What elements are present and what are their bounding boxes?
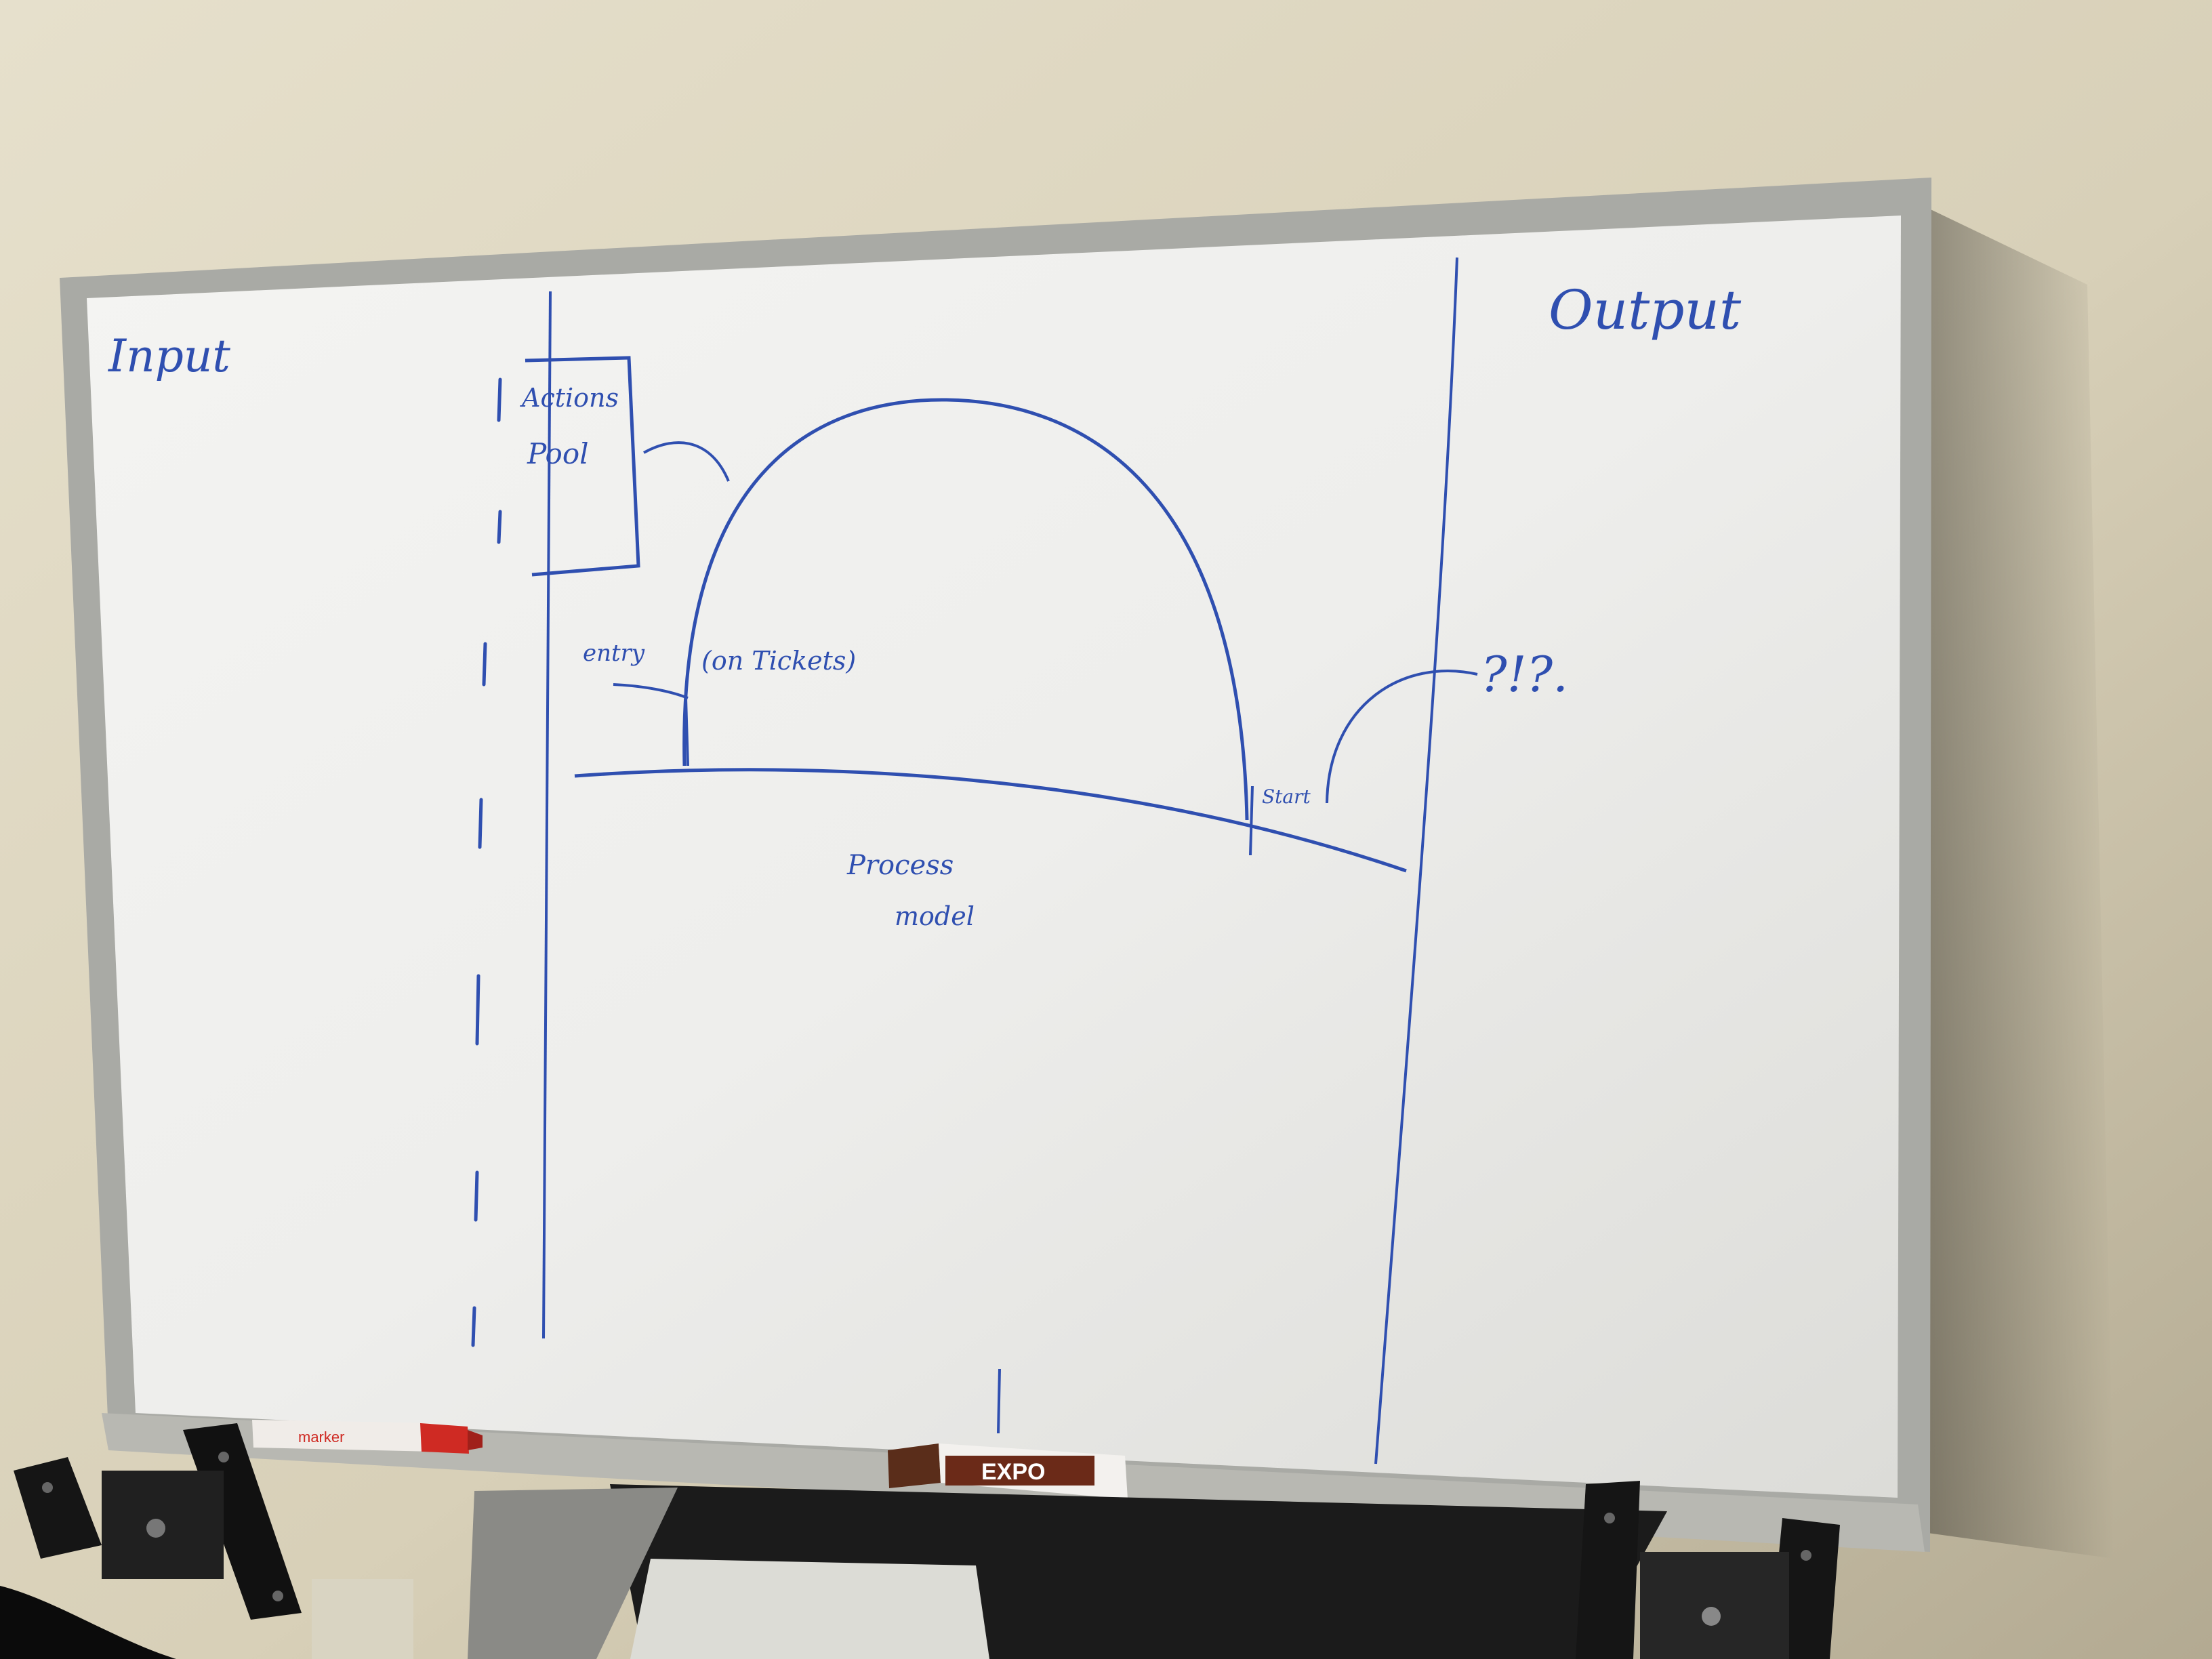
actions-pool-box — [525, 356, 640, 577]
actions-label: Actions — [520, 383, 619, 413]
red-marker[interactable]: marker — [252, 1420, 483, 1454]
pool-label: Pool — [527, 437, 589, 470]
paper-bag — [630, 1559, 989, 1659]
entry-down-arrow — [684, 697, 689, 766]
right-monitor-mount — [1576, 1481, 1840, 1659]
grey-panel — [468, 1488, 678, 1659]
red-marker-label: marker — [298, 1429, 344, 1446]
right-lane-line — [1374, 257, 1458, 1465]
expo-brand-label: EXPO — [981, 1459, 1045, 1485]
process-label: Process — [846, 850, 954, 881]
whiteboard-surface — [87, 216, 1901, 1498]
cable — [0, 1586, 176, 1659]
process-arc — [682, 398, 1249, 821]
left-monitor-mount — [14, 1423, 302, 1620]
bottom-tick-mark — [997, 1368, 1001, 1434]
output-label: Output — [1549, 279, 1742, 342]
model-label: model — [895, 901, 975, 931]
start-tick — [1249, 785, 1254, 856]
process-baseline — [574, 768, 1407, 873]
start-label: Start — [1262, 785, 1311, 808]
box-to-arc-arrow — [643, 441, 730, 482]
dashed-lane-divider — [471, 377, 502, 1347]
entry-label: entry — [583, 640, 645, 667]
input-label: Input — [108, 330, 230, 382]
board-shadow — [1918, 203, 2114, 1559]
question-label: ?!?. — [1481, 646, 1568, 703]
left-lane-line — [542, 291, 552, 1339]
output-arrow — [1326, 670, 1478, 804]
brown-marker[interactable]: EXPO — [888, 1443, 1128, 1499]
wall-outlet-box — [312, 1579, 413, 1659]
tickets-label: (on Tickets) — [701, 646, 856, 676]
entry-arrow — [613, 683, 689, 699]
